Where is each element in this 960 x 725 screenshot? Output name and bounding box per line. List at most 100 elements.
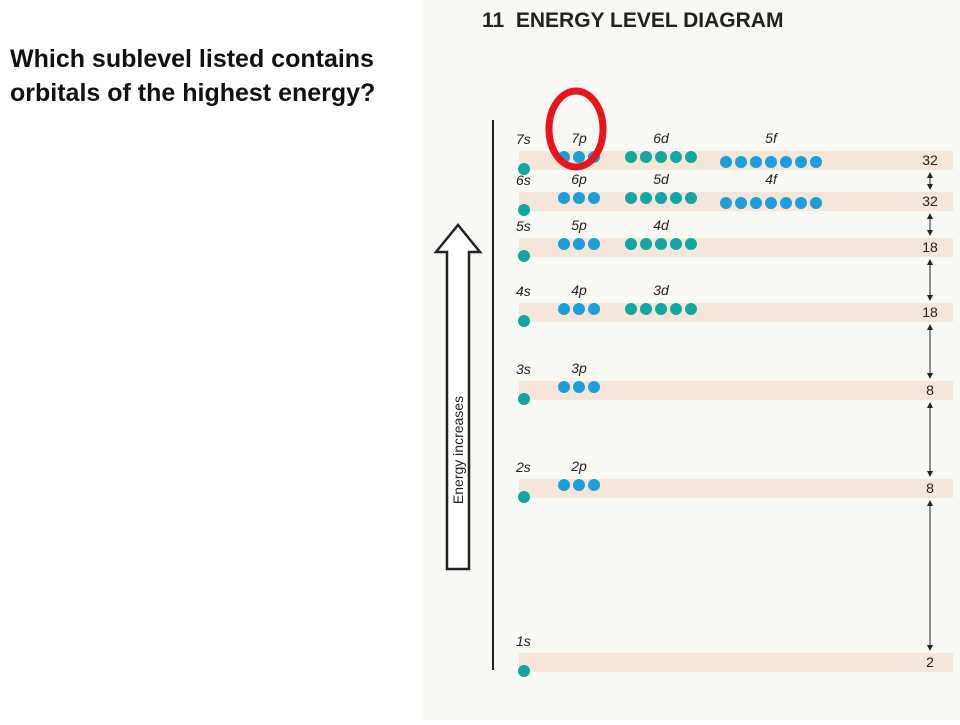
orbital-2p-2: [573, 479, 585, 491]
sublevel-label-6s: 6s: [516, 172, 531, 188]
arrow-down-icon: [927, 645, 933, 651]
orbital-4p-1: [558, 303, 570, 315]
energy-level-diagram: 11 ENERGY LEVEL DIAGRAM Energy increases…: [422, 0, 960, 720]
sublevel-label-4p: 4p: [571, 282, 587, 298]
arrow-down-icon: [927, 471, 933, 477]
sublevel-label-5p: 5p: [571, 217, 587, 233]
orbital-4f-5: [780, 197, 792, 209]
orbital-6p-3: [588, 192, 600, 204]
orbital-6s-1: [518, 204, 530, 216]
orbital-5d-2: [640, 192, 652, 204]
orbital-5s-1: [518, 250, 530, 262]
sublevel-label-6d: 6d: [653, 130, 670, 146]
orbital-3d-1: [625, 303, 637, 315]
arrow-up-icon: [927, 500, 933, 506]
orbital-3s-1: [518, 393, 530, 405]
orbital-6d-1: [625, 151, 637, 163]
orbital-3p-1: [558, 381, 570, 393]
arrow-down-icon: [927, 373, 933, 379]
orbital-7p-2: [573, 151, 585, 163]
arrow-down-icon: [927, 184, 933, 190]
energy-band-5: [519, 381, 953, 400]
sublevel-label-6p: 6p: [571, 171, 587, 187]
orbital-4p-3: [588, 303, 600, 315]
energy-band-6: [519, 479, 953, 498]
orbital-5f-7: [810, 156, 822, 168]
arrow-up-icon: [927, 172, 933, 178]
orbital-3d-4: [670, 303, 682, 315]
orbital-5d-4: [670, 192, 682, 204]
arrow-up-icon: [927, 402, 933, 408]
capacity-label-level-3: 18: [922, 239, 938, 255]
capacity-label-level-7: 2: [926, 654, 934, 670]
capacity-label-level-2: 32: [922, 193, 938, 209]
orbital-4f-6: [795, 197, 807, 209]
energy-increases-arrow: Energy increases: [433, 223, 483, 571]
question-text: Which sublevel listed contains orbitals …: [10, 45, 376, 107]
capacity-label-level-5: 8: [926, 382, 934, 398]
orbital-6d-5: [685, 151, 697, 163]
orbital-4f-4: [765, 197, 777, 209]
orbital-4f-2: [735, 197, 747, 209]
capacity-label-level-1: 32: [922, 152, 938, 168]
orbital-5f-4: [765, 156, 777, 168]
sublevel-label-3d: 3d: [653, 282, 670, 298]
orbital-4s-1: [518, 315, 530, 327]
sublevel-label-3s: 3s: [516, 361, 531, 377]
orbital-4f-7: [810, 197, 822, 209]
orbital-4f-3: [750, 197, 762, 209]
arrow-up-icon: [927, 259, 933, 265]
sublevel-label-4f: 4f: [765, 171, 779, 187]
orbital-5d-1: [625, 192, 637, 204]
sublevel-label-7s: 7s: [516, 131, 531, 147]
orbital-6d-3: [655, 151, 667, 163]
orbital-6p-1: [558, 192, 570, 204]
capacity-label-level-6: 8: [926, 480, 934, 496]
arrow-down-icon: [927, 230, 933, 236]
arrow-down-icon: [927, 295, 933, 301]
sublevel-label-1s: 1s: [516, 633, 531, 649]
highlight-circle-7p: [545, 87, 607, 171]
energy-increases-label: Energy increases: [450, 396, 466, 504]
sublevel-label-3p: 3p: [571, 360, 587, 376]
orbital-7s-1: [518, 163, 530, 175]
orbital-6d-2: [640, 151, 652, 163]
diagram-title: 11 ENERGY LEVEL DIAGRAM: [482, 9, 783, 32]
sublevel-label-7p: 7p: [571, 130, 587, 146]
sublevel-label-2p: 2p: [570, 458, 587, 474]
orbital-3d-2: [640, 303, 652, 315]
orbital-3d-5: [685, 303, 697, 315]
capacity-label-level-4: 18: [922, 304, 938, 320]
orbital-2p-1: [558, 479, 570, 491]
orbital-5p-1: [558, 238, 570, 250]
sublevel-label-5s: 5s: [516, 218, 531, 234]
orbital-4d-1: [625, 238, 637, 250]
arrow-up-icon: [927, 324, 933, 330]
orbital-3p-2: [573, 381, 585, 393]
energy-band-7: [519, 653, 953, 672]
orbital-2s-1: [518, 491, 530, 503]
sublevel-label-2s: 2s: [515, 459, 531, 475]
orbital-4d-4: [670, 238, 682, 250]
orbital-4d-2: [640, 238, 652, 250]
orbital-4f-1: [720, 197, 732, 209]
orbital-5f-6: [795, 156, 807, 168]
up-arrow-icon: [433, 223, 483, 571]
orbital-5f-1: [720, 156, 732, 168]
orbital-2p-3: [588, 479, 600, 491]
orbital-5d-3: [655, 192, 667, 204]
sublevel-label-5f: 5f: [765, 130, 779, 146]
orbital-4d-3: [655, 238, 667, 250]
sublevel-label-5d: 5d: [653, 171, 670, 187]
sublevel-label-4s: 4s: [516, 283, 531, 299]
orbital-3d-3: [655, 303, 667, 315]
orbital-5f-3: [750, 156, 762, 168]
orbital-4d-5: [685, 238, 697, 250]
orbital-6d-4: [670, 151, 682, 163]
orbital-5f-2: [735, 156, 747, 168]
orbital-5p-3: [588, 238, 600, 250]
diagram-canvas: 11 ENERGY LEVEL DIAGRAM Energy increases…: [422, 0, 960, 720]
orbital-4p-2: [573, 303, 585, 315]
orbital-6p-2: [573, 192, 585, 204]
orbital-5f-5: [780, 156, 792, 168]
